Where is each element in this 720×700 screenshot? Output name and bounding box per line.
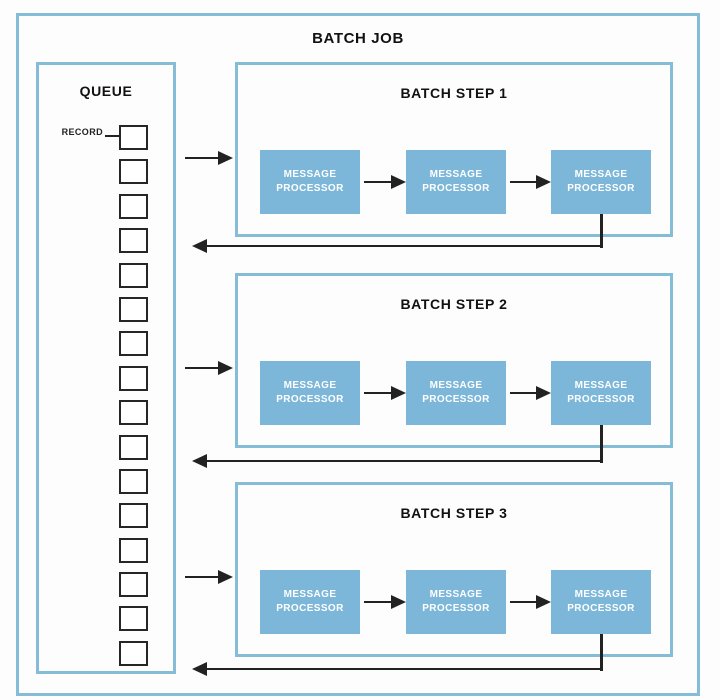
arrow-shaft <box>207 459 603 463</box>
message-processor-box: MESSAGE PROCESSOR <box>406 361 506 425</box>
arrow-shaft <box>207 244 603 248</box>
queue-record <box>119 262 148 288</box>
arrow-right-icon <box>391 595 406 609</box>
batch-step-1-title: BATCH STEP 1 <box>400 85 508 101</box>
queue-record <box>119 537 148 563</box>
arrow-right-icon <box>536 175 551 189</box>
arrow-shaft <box>510 600 536 604</box>
queue-record <box>119 503 148 529</box>
queue-title: QUEUE <box>79 83 133 99</box>
queue-record <box>119 606 148 632</box>
arrow-right-icon <box>391 386 406 400</box>
arrow-left-icon <box>192 239 207 253</box>
step2-return-drop-line <box>600 425 603 463</box>
message-processor-box: MESSAGE PROCESSOR <box>551 361 651 425</box>
step1-return-drop-line <box>600 214 603 248</box>
step2-to-queue-return-arrow <box>192 454 603 468</box>
queue-record <box>119 296 148 322</box>
queue-record <box>119 468 148 494</box>
message-processor-box: MESSAGE PROCESSOR <box>551 150 651 214</box>
queue-record <box>119 159 148 185</box>
arrow-left-icon <box>192 662 207 676</box>
processor-flow-arrow <box>510 175 551 189</box>
queue-records <box>119 125 148 666</box>
arrow-right-icon <box>391 175 406 189</box>
batch-step-2-title: BATCH STEP 2 <box>400 296 508 312</box>
queue-record <box>119 125 148 150</box>
batch-step-3-title: BATCH STEP 3 <box>400 505 508 521</box>
queue-to-step1-arrow <box>185 151 233 165</box>
queue-record <box>119 400 148 426</box>
arrow-right-icon <box>218 361 233 375</box>
arrow-shaft <box>364 180 391 184</box>
queue-record <box>119 434 148 460</box>
batch-job-title: BATCH JOB <box>312 30 404 47</box>
batch-step-3-panel: BATCH STEP 3 MESSAGE PROCESSOR MESSAGE P… <box>235 482 673 657</box>
step3-return-drop-line <box>600 634 603 671</box>
message-processor-box: MESSAGE PROCESSOR <box>551 570 651 634</box>
queue-record <box>119 228 148 254</box>
arrow-right-icon <box>536 595 551 609</box>
arrow-shaft <box>510 180 536 184</box>
record-pointer-line <box>105 135 119 137</box>
queue-to-step3-arrow <box>185 570 233 584</box>
processor-flow-arrow <box>364 386 406 400</box>
message-processor-box: MESSAGE PROCESSOR <box>260 361 360 425</box>
arrow-shaft <box>185 575 218 579</box>
arrow-left-icon <box>192 454 207 468</box>
processor-flow-arrow <box>510 595 551 609</box>
arrow-right-icon <box>218 570 233 584</box>
step3-to-queue-return-arrow <box>192 662 603 676</box>
processor-flow-arrow <box>364 175 406 189</box>
queue-record <box>119 365 148 391</box>
queue-record <box>119 572 148 598</box>
processor-flow-arrow <box>510 386 551 400</box>
message-processor-box: MESSAGE PROCESSOR <box>406 150 506 214</box>
arrow-right-icon <box>536 386 551 400</box>
processor-flow-arrow <box>364 595 406 609</box>
queue-record <box>119 331 148 357</box>
arrow-shaft <box>185 156 218 160</box>
arrow-shaft <box>364 391 391 395</box>
arrow-shaft <box>510 391 536 395</box>
message-processor-box: MESSAGE PROCESSOR <box>260 150 360 214</box>
queue-record <box>119 640 148 666</box>
arrow-shaft <box>364 600 391 604</box>
batch-job-container <box>16 13 700 696</box>
batch-step-1-panel: BATCH STEP 1 MESSAGE PROCESSOR MESSAGE P… <box>235 62 673 237</box>
queue-to-step2-arrow <box>185 361 233 375</box>
message-processor-box: MESSAGE PROCESSOR <box>260 570 360 634</box>
arrow-right-icon <box>218 151 233 165</box>
queue-record <box>119 193 148 219</box>
record-label: RECORD <box>61 127 103 137</box>
message-processor-box: MESSAGE PROCESSOR <box>406 570 506 634</box>
batch-step-2-panel: BATCH STEP 2 MESSAGE PROCESSOR MESSAGE P… <box>235 273 673 448</box>
arrow-shaft <box>207 667 603 671</box>
step1-to-queue-return-arrow <box>192 239 603 253</box>
queue-panel: QUEUE RECORD <box>36 62 176 674</box>
arrow-shaft <box>185 366 218 370</box>
